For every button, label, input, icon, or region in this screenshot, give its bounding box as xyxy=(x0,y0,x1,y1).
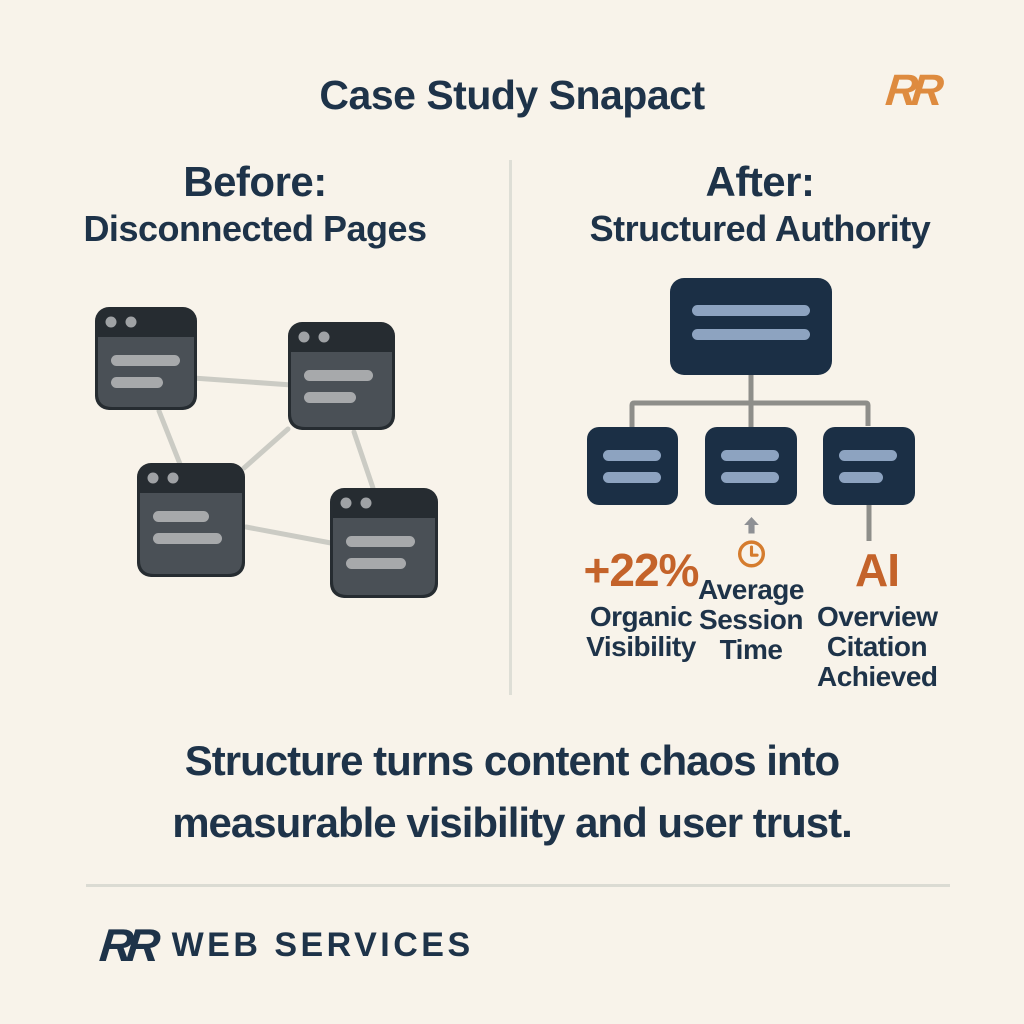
page-card-icon xyxy=(330,488,438,598)
disconnected-pages-diagram xyxy=(95,307,438,598)
vertical-divider xyxy=(509,160,512,695)
stat-label-line: Session xyxy=(699,604,803,635)
stat-label-session: Average Session Time xyxy=(696,575,806,665)
page-card-icon xyxy=(137,463,245,577)
before-subheading: Disconnected Pages xyxy=(83,208,427,249)
tagline-line-1: Structure turns content chaos into xyxy=(184,737,840,784)
stat-label-organic: Organic Visibility xyxy=(576,602,706,662)
footer-divider xyxy=(86,884,950,887)
stat-label-line: Achieved xyxy=(817,661,938,692)
rr-footer-logo-icon: RR xyxy=(97,919,157,971)
stat-label-line: Average xyxy=(698,574,804,605)
stat-session-time: Average Session Time xyxy=(696,517,806,665)
stat-label-line: Overview xyxy=(817,601,938,632)
clock-icon xyxy=(737,540,765,568)
tree-child-node-icon xyxy=(823,427,915,505)
page-card-icon xyxy=(95,307,197,410)
network-lines xyxy=(156,375,376,546)
after-heading: After: xyxy=(705,158,816,205)
stat-label-ai: Overview Citation Achieved xyxy=(817,601,938,692)
tree-root-node-icon xyxy=(670,278,832,375)
structured-authority-diagram xyxy=(587,278,915,541)
stat-label-line: Time xyxy=(719,634,783,665)
before-panel-heading: Before: Disconnected Pages xyxy=(30,158,480,249)
stat-icons-session xyxy=(696,517,806,569)
stat-value-organic: +22% xyxy=(583,544,700,596)
tree-child-node-icon xyxy=(705,427,797,505)
tree-child-node-icon xyxy=(587,427,678,505)
tree-connectors xyxy=(629,375,872,541)
up-arrow-icon xyxy=(743,517,759,534)
stat-label-line: Citation xyxy=(826,631,928,662)
page-title: Case Study Snapact xyxy=(319,72,705,118)
before-heading: Before: xyxy=(183,158,327,205)
stat-label-line: Visibility xyxy=(586,631,696,662)
tagline-line-2: measurable visibility and user trust. xyxy=(172,799,853,846)
tagline: Structure turns content chaos into measu… xyxy=(0,730,1024,854)
after-panel-heading: After: Structured Authority xyxy=(540,158,980,249)
footer-brand-name: WEB SERVICES xyxy=(171,925,474,964)
footer: RR WEB SERVICES xyxy=(97,918,474,972)
rr-logo-icon: RR xyxy=(872,66,952,116)
after-subheading: Structured Authority xyxy=(589,208,931,249)
stat-organic-visibility: +22% Organic Visibility xyxy=(576,544,706,662)
rr-logo-text: RR xyxy=(883,66,941,115)
page-card-icon xyxy=(288,322,395,430)
stat-ai-citation: AI Overview Citation Achieved xyxy=(817,544,938,692)
stat-label-line: Organic xyxy=(589,601,693,632)
stat-value-ai: AI xyxy=(855,544,900,596)
